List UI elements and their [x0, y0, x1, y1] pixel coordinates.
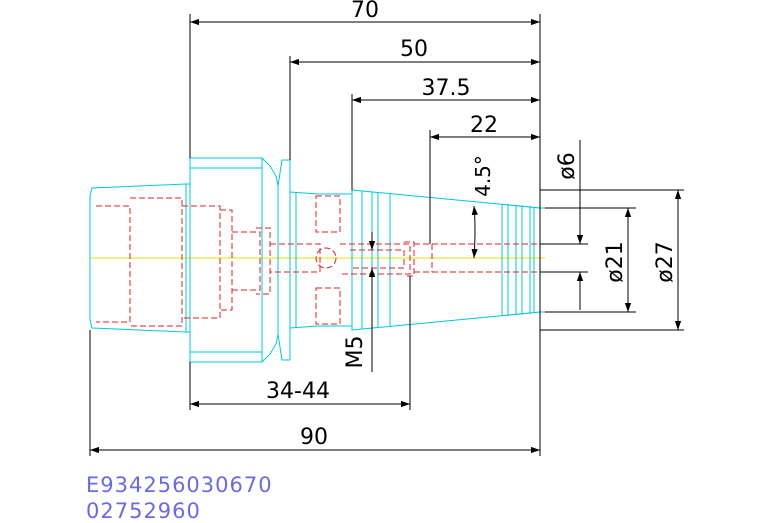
dimension-lines — [89, 14, 684, 456]
dim-22-label: 22 — [470, 113, 498, 138]
dim-50-label: 50 — [400, 37, 428, 62]
order-number: 02752960 — [86, 499, 201, 523]
dim-34-44-label: 34-44 — [266, 379, 330, 404]
dim-angle-label: 4.5° — [471, 155, 495, 197]
dim-37-5-label: 37.5 — [422, 76, 471, 101]
dim-m5-label: M5 — [343, 336, 368, 369]
dimension-labels: 70 50 37.5 22 34-44 90 4.5° M5 ø6 ø21 ø2… — [266, 0, 678, 450]
hidden-lines — [96, 195, 540, 327]
dim-90-label: 90 — [300, 425, 328, 450]
dim-dia21-label: ø21 — [603, 241, 628, 282]
tool-holder-outline — [89, 157, 545, 363]
dim-70-label: 70 — [351, 0, 379, 23]
part-code: E934256030670 — [86, 473, 273, 497]
dim-dia6-label: ø6 — [555, 152, 580, 179]
dim-dia27-label: ø27 — [653, 241, 678, 282]
